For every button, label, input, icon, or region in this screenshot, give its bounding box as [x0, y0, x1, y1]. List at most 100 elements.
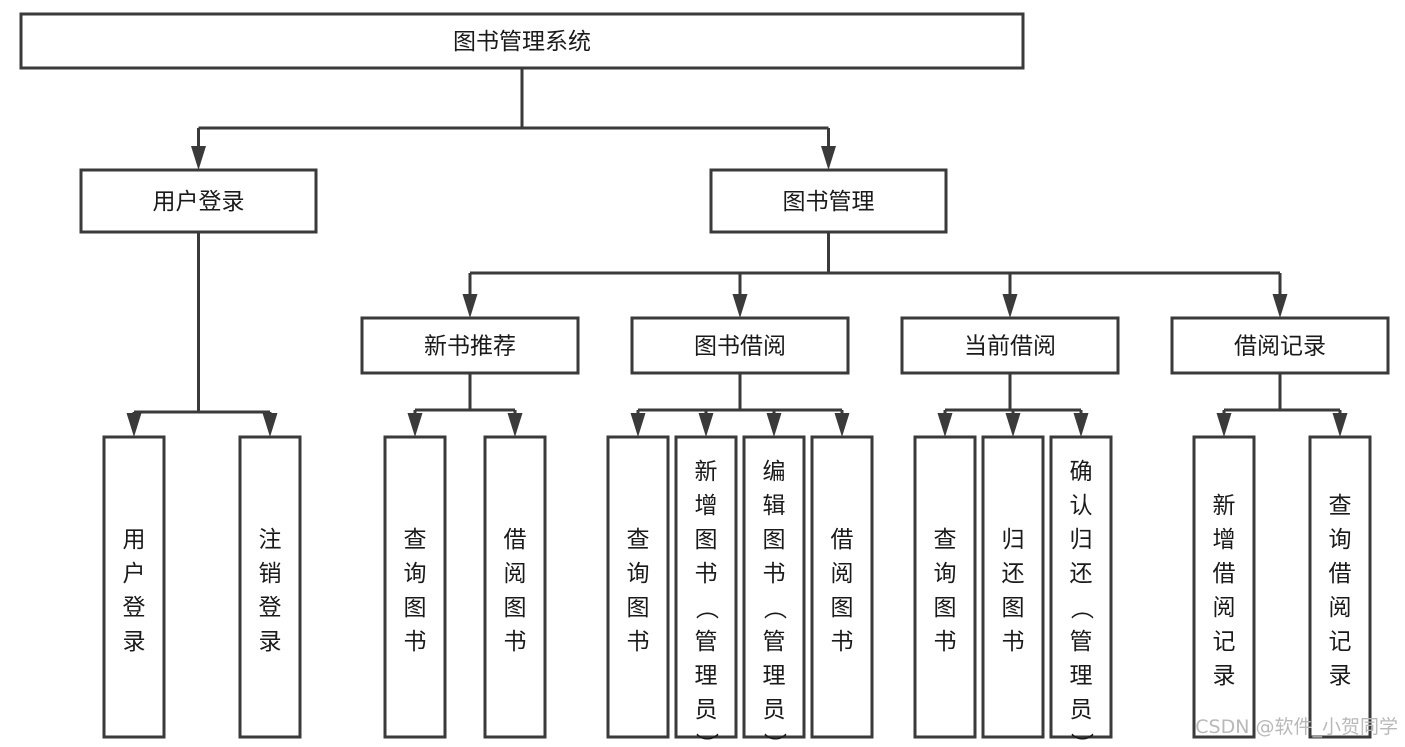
node-label-char: 图 [404, 595, 427, 621]
node-label-char: 录 [123, 629, 146, 655]
node-label-char: 借 [1329, 561, 1352, 587]
connector-group-new-book-recommend [407, 373, 523, 437]
node-box-book-manage[interactable] [709, 168, 948, 234]
node-book-borrow[interactable]: 图书借阅 [630, 316, 850, 375]
connector-layer [126, 68, 1348, 437]
node-box-leaf-borrow-book[interactable] [810, 435, 874, 739]
node-label-char: 查 [1329, 493, 1352, 519]
connector-arrowhead [1272, 294, 1288, 318]
node-label-char: 还 [1002, 561, 1025, 587]
node-label-char: 辑 [763, 493, 786, 519]
node-root[interactable]: 图书管理系统 [19, 12, 1025, 70]
node-box-leaf-return-book[interactable] [981, 435, 1045, 739]
node-label-char: 认 [1070, 493, 1093, 519]
node-label-char: ） [1068, 733, 1094, 747]
connector-arrowhead [630, 413, 646, 437]
node-label-char: 书 [934, 629, 957, 655]
connector-arrowhead [462, 294, 478, 318]
node-label-char: 书 [1002, 629, 1025, 655]
node-label-char: 还 [1070, 561, 1093, 587]
node-label-char: 阅 [1213, 595, 1236, 621]
node-label-char: 图 [627, 595, 650, 621]
node-box-leaf-borrow-book-new[interactable] [483, 435, 547, 739]
node-label-char: 询 [404, 561, 427, 587]
node-box-leaf-query-book-borrow[interactable] [606, 435, 670, 739]
connector-arrowhead [507, 413, 523, 437]
node-box-user-login[interactable] [79, 168, 318, 234]
node-box-leaf-query-book-new[interactable] [383, 435, 447, 739]
node-box-leaf-add-borrow-record[interactable] [1192, 435, 1256, 739]
node-label-char: 编 [763, 459, 786, 485]
connector-group-book-borrow [630, 373, 850, 437]
node-label-char: 管 [695, 629, 718, 655]
node-label-char: 用 [123, 527, 146, 553]
node-label-char: ） [761, 733, 787, 747]
node-layer: 图书管理系统用户登录图书管理新书推荐图书借阅当前借阅借阅记录用户登录注销登录查询… [19, 12, 1390, 747]
node-box-current-borrow[interactable] [900, 316, 1120, 375]
node-box-root[interactable] [19, 12, 1025, 70]
node-label-char: （ [693, 597, 719, 620]
node-label-book-borrow: 图书借阅 [694, 334, 786, 360]
node-box-borrow-record[interactable] [1170, 316, 1390, 375]
node-box-leaf-add-book-admin[interactable] [674, 435, 738, 739]
node-label-char: ） [693, 733, 719, 747]
node-box-new-book-recommend[interactable] [360, 316, 580, 375]
node-label-char: 录 [259, 629, 282, 655]
node-new-book-recommend[interactable]: 新书推荐 [360, 316, 580, 375]
node-label-char: 归 [1070, 527, 1093, 553]
node-label-char: 书 [831, 629, 854, 655]
node-label-char: 录 [1213, 663, 1236, 689]
node-box-leaf-edit-book-admin[interactable] [742, 435, 806, 739]
node-label-char: 询 [934, 561, 957, 587]
node-label-char: 借 [1213, 561, 1236, 587]
node-book-manage[interactable]: 图书管理 [709, 168, 948, 234]
node-borrow-record[interactable]: 借阅记录 [1170, 316, 1390, 375]
node-box-leaf-query-book-current[interactable] [913, 435, 977, 739]
node-box-leaf-user-login[interactable] [102, 435, 166, 739]
node-box-leaf-user-logout[interactable] [238, 435, 302, 739]
node-label-char: 查 [404, 527, 427, 553]
node-leaf-user-login[interactable]: 用户登录 [102, 435, 166, 739]
node-label-char: 新 [1213, 493, 1236, 519]
node-label-char: 图 [504, 595, 527, 621]
node-label-char: 记 [1329, 629, 1352, 655]
node-current-borrow[interactable]: 当前借阅 [900, 316, 1120, 375]
connector-arrowhead [834, 413, 850, 437]
connector-arrowhead [821, 146, 836, 170]
connector-arrowhead [1332, 413, 1348, 437]
node-box-book-borrow[interactable] [630, 316, 850, 375]
connector-arrowhead [1073, 413, 1089, 437]
node-box-leaf-confirm-return-admin[interactable] [1049, 435, 1113, 739]
node-label-char: 增 [1213, 527, 1236, 553]
node-label-char: 书 [695, 561, 718, 587]
node-label-char: （ [1068, 597, 1094, 620]
node-label-char: 销 [259, 561, 282, 587]
node-label-char: 登 [259, 595, 282, 621]
csdn-watermark: CSDN @软件_小贺同学 [1195, 716, 1398, 738]
connector-group-root [191, 68, 836, 170]
node-label-char: 询 [627, 561, 650, 587]
node-label-char: 增 [695, 493, 718, 519]
node-box-leaf-query-borrow-record[interactable] [1308, 435, 1372, 739]
node-label-new-book-recommend: 新书推荐 [424, 334, 516, 360]
node-label-current-borrow: 当前借阅 [964, 334, 1056, 360]
node-label-char: 员 [763, 697, 786, 723]
node-user-login[interactable]: 用户登录 [79, 168, 318, 234]
node-label-char: 图 [934, 595, 957, 621]
node-label-borrow-record: 借阅记录 [1234, 334, 1326, 360]
node-label-char: 理 [763, 663, 786, 689]
node-label-char: 归 [1002, 527, 1025, 553]
connector-arrowhead [732, 294, 748, 318]
